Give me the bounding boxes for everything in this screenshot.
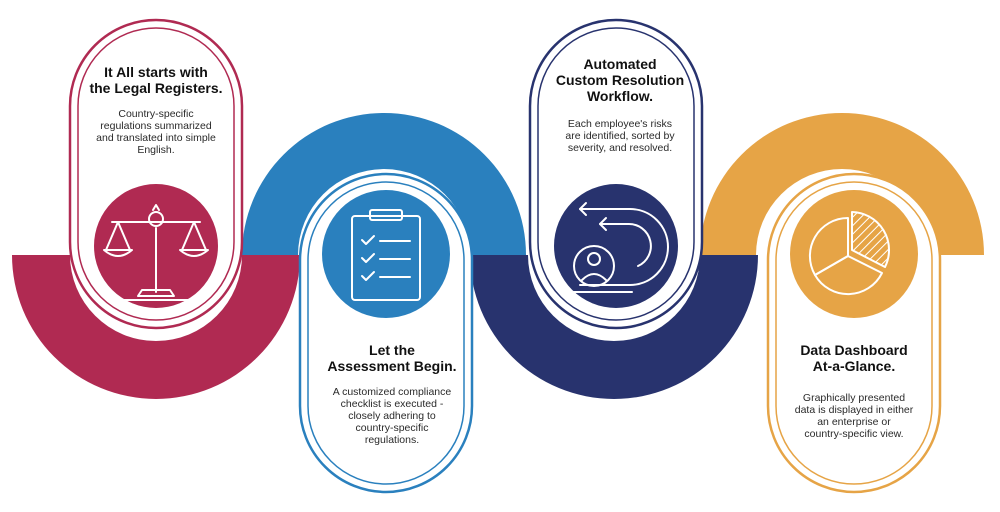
band-segment-navy xyxy=(470,255,758,399)
step-1-desc-line: regulations summarized xyxy=(100,120,212,132)
step-2-desc-line: regulations. xyxy=(364,434,420,446)
step-3-desc-line: severity, and resolved. xyxy=(567,142,673,154)
band-segment-blue xyxy=(242,113,526,255)
step-1-desc-line: English. xyxy=(137,144,175,156)
step-3-desc-line: are identified, sorted by xyxy=(565,130,675,142)
step-4-pill xyxy=(766,172,942,494)
step-3-description: Each employee's risks are identified, so… xyxy=(544,118,696,154)
step-3-title-line: Workflow. xyxy=(586,88,654,104)
pie-chart-icon xyxy=(808,211,890,296)
clipboard-checklist-icon xyxy=(351,209,421,301)
step-2-title: Let the Assessment Begin. xyxy=(306,342,478,374)
band-segment-red xyxy=(12,255,300,399)
step-2-title-line: Let the xyxy=(369,342,415,358)
step-4-desc-line: data is displayed in either xyxy=(794,404,914,416)
step-4-desc-line: country-specific view. xyxy=(804,428,904,440)
step-4-desc-line: an enterprise or xyxy=(817,416,891,428)
step-4-title: Data Dashboard At-a-Glance. xyxy=(778,342,930,374)
step-2-title-line: Assessment Begin. xyxy=(327,358,457,374)
step-1-desc-line: Country-specific xyxy=(118,108,194,120)
step-3-title-line: Automated xyxy=(583,56,657,72)
step-4-desc-line: Graphically presented xyxy=(802,392,906,404)
step-1-description: Country-specific regulations summarized … xyxy=(80,108,232,156)
step-4-description: Graphically presented data is displayed … xyxy=(778,392,930,440)
person-workflow-icon xyxy=(571,202,669,293)
step-2-desc-line: checklist is executed - xyxy=(340,398,444,410)
step-4-title-line: At-a-Glance. xyxy=(812,358,896,374)
band-segment-gold xyxy=(700,113,984,255)
step-3-desc-line: Each employee's risks xyxy=(567,118,673,130)
step-2-description: A customized compliance checklist is exe… xyxy=(306,386,478,446)
step-1-title: It All starts with the Legal Registers. xyxy=(80,64,232,96)
step-3-title: Automated Custom Resolution Workflow. xyxy=(544,56,696,104)
step-2-pill xyxy=(298,172,474,494)
step-1-title-line: It All starts with xyxy=(104,64,208,80)
step-3-title-line: Custom Resolution xyxy=(555,72,685,88)
step-1-desc-line: and translated into simple xyxy=(96,132,216,144)
step-1-title-line: the Legal Registers. xyxy=(89,80,223,96)
step-2-desc-line: A customized compliance xyxy=(332,386,452,398)
scales-icon xyxy=(103,204,209,301)
step-2-desc-line: country-specific xyxy=(355,422,429,434)
step-4-title-line: Data Dashboard xyxy=(800,342,908,358)
step-2-desc-line: closely adhering to xyxy=(348,410,436,422)
